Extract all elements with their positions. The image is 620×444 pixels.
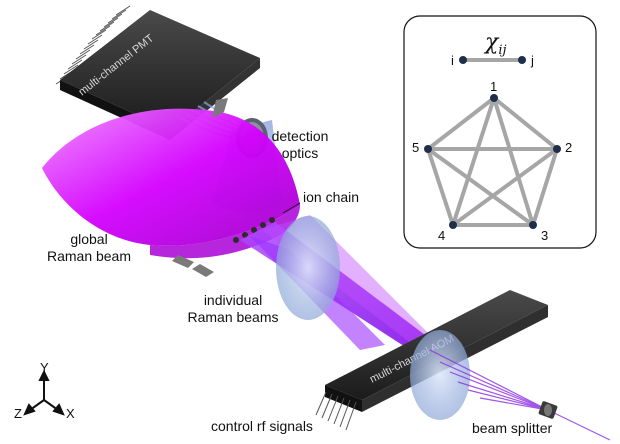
arrows: [172, 98, 228, 277]
graph-node-label-3: 3: [541, 228, 548, 243]
graph-node-5: [424, 145, 432, 153]
global-raman-sheet: [42, 108, 300, 259]
fan-beams: [429, 349, 611, 441]
ion-chain: [233, 217, 275, 243]
focusing-lens: [276, 216, 340, 320]
edge-i-label: i: [451, 53, 454, 68]
axis-x-label: X: [66, 406, 75, 421]
detection-optics-label: detection optics: [271, 128, 329, 161]
graph-node-4: [449, 221, 457, 229]
aom-pins: [315, 391, 357, 431]
pmt-pins: [55, 5, 131, 85]
graph-node-2: [553, 145, 561, 153]
graph-node-label-4: 4: [438, 228, 445, 243]
graph-edges: [426, 96, 559, 227]
global-raman-label: global Raman beam: [46, 231, 132, 264]
graph-node-1: [490, 94, 498, 102]
axis-triad: [23, 369, 65, 416]
individual-raman-label: individual Raman beams: [187, 292, 279, 325]
axis-z-label: Z: [14, 406, 22, 421]
beam-splitter: [538, 401, 558, 419]
beam-splitter-label: beam splitter: [472, 420, 553, 436]
ion-chain-leader: [282, 202, 301, 214]
graph-node-label-5: 5: [412, 140, 419, 155]
ion-chain-label: ion chain: [303, 189, 360, 205]
coupling-symbol: χij: [483, 30, 507, 58]
aom-lens: [410, 330, 470, 420]
axis-y-label: Y: [40, 360, 49, 375]
graph-panel: χij i j 1 2 3 4 5: [403, 15, 597, 249]
edge-j-label: j: [530, 53, 534, 68]
control-rf-label: control rf signals: [211, 418, 313, 434]
graph-node-3: [529, 221, 537, 229]
graph-node-label-1: 1: [490, 79, 497, 94]
graph-node-label-2: 2: [565, 140, 572, 155]
graph-nodes: [424, 94, 561, 229]
